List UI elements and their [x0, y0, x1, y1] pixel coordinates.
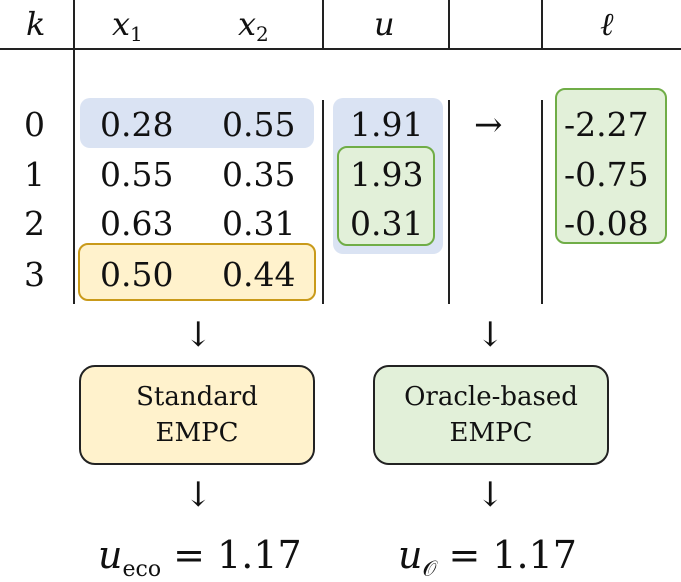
row-1-ell: -0.75 — [564, 155, 649, 194]
row-3-k: 3 — [24, 255, 45, 294]
row-3-x2: 0.44 — [222, 255, 296, 294]
result-eco-eq: = 1.17 — [161, 533, 302, 577]
row-1-k: 1 — [24, 155, 45, 194]
row-2-ell: -0.08 — [564, 204, 649, 243]
standard-empc-line1: Standard — [136, 381, 258, 412]
state-k3-highlight — [78, 243, 316, 301]
down-arrow-icon: ↓ — [184, 475, 213, 515]
result-oracle-eq: = 1.17 — [436, 533, 577, 577]
header-x1-sub: 1 — [130, 22, 143, 46]
header-k: k — [26, 5, 46, 43]
header-x1: x1 — [112, 8, 143, 44]
row-0-k: 0 — [24, 105, 45, 144]
row-3-x1: 0.50 — [100, 255, 174, 294]
row-1-x1: 0.55 — [100, 155, 174, 194]
row-2-x1: 0.63 — [100, 204, 174, 243]
header-ell: ℓ — [600, 5, 614, 43]
result-u-eco: ueco = 1.17 — [98, 536, 302, 581]
header-x2-base: x — [238, 5, 257, 43]
result-eco-sub: eco — [122, 557, 162, 582]
state-k0-highlight — [80, 98, 314, 148]
oracle-empc-line2: EMPC — [449, 418, 533, 448]
col-divider-blank — [541, 0, 543, 50]
row-0-x1: 0.28 — [100, 105, 174, 144]
row-0-x2: 0.55 — [222, 105, 296, 144]
row-0-ell: -2.27 — [564, 105, 649, 144]
col-divider-x-body — [322, 100, 324, 304]
down-arrow-icon: ↓ — [476, 315, 505, 355]
row-2-u: 0.31 — [350, 204, 424, 243]
header-rule — [0, 48, 681, 50]
row-1-u: 1.93 — [350, 155, 424, 194]
row-2-k: 2 — [24, 204, 45, 243]
col-divider-x — [322, 0, 324, 50]
col-divider-k — [73, 0, 75, 304]
oracle-empc-box: Oracle-based EMPC — [373, 365, 609, 465]
standard-empc-box: Standard EMPC — [79, 365, 315, 465]
result-eco-var: u — [98, 533, 123, 577]
result-u-oracle: u𝒪 = 1.17 — [398, 536, 577, 581]
ell-column-highlight — [555, 88, 667, 244]
row-2-x2: 0.31 — [222, 204, 296, 243]
col-divider-blank-body — [541, 100, 543, 304]
header-u: u — [374, 5, 395, 43]
header-x2: x2 — [238, 8, 269, 44]
header-x2-sub: 2 — [256, 22, 269, 46]
result-oracle-sub: 𝒪 — [422, 557, 437, 582]
down-arrow-icon: ↓ — [476, 475, 505, 515]
standard-empc-line2: EMPC — [155, 418, 239, 448]
col-divider-u — [448, 0, 450, 50]
result-oracle-var: u — [398, 533, 423, 577]
down-arrow-icon: ↓ — [184, 315, 213, 355]
row-1-x2: 0.35 — [222, 155, 296, 194]
right-arrow-icon: → — [474, 105, 503, 145]
row-0-u: 1.91 — [350, 105, 424, 144]
u-tail-highlight — [337, 146, 435, 246]
oracle-empc-line1: Oracle-based — [404, 381, 578, 412]
header-x1-base: x — [112, 5, 131, 43]
col-divider-u-body — [448, 100, 450, 304]
